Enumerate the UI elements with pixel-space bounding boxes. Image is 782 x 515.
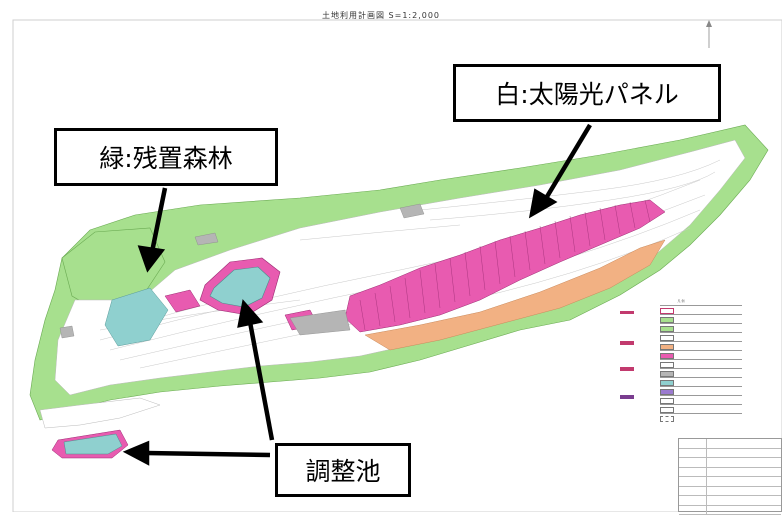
legend-forest-mark: [620, 341, 637, 345]
north-arrow-icon: [706, 20, 712, 48]
title-block-row: [679, 458, 781, 468]
title-block-row: [679, 477, 781, 487]
legend-row: [660, 413, 742, 423]
legend-title: 凡 例: [620, 299, 742, 303]
title-block-row: [679, 449, 781, 459]
map-legend: 凡 例: [620, 305, 742, 433]
title-block-row: [679, 487, 781, 497]
residual-forest-callout: 緑:残置森林: [54, 128, 278, 186]
legend-other-mark: [620, 395, 637, 399]
title-block-row: [679, 439, 781, 449]
map-title: 土地利用計画図 S=1:2,000: [322, 10, 440, 21]
title-block-row: [679, 468, 781, 478]
title-block-row: [679, 506, 781, 515]
regulating-pond-callout: 調整池: [275, 443, 411, 497]
legend-slope-mark: [620, 367, 637, 371]
regulating-pond-south: [52, 430, 128, 458]
title-block-row: [679, 496, 781, 506]
legend-boundary-mark: [620, 311, 637, 314]
arrow-pond-south: [146, 453, 270, 455]
drawing-title-block: [678, 438, 782, 512]
solar-panel-callout: 白:太陽光パネル: [453, 64, 721, 122]
